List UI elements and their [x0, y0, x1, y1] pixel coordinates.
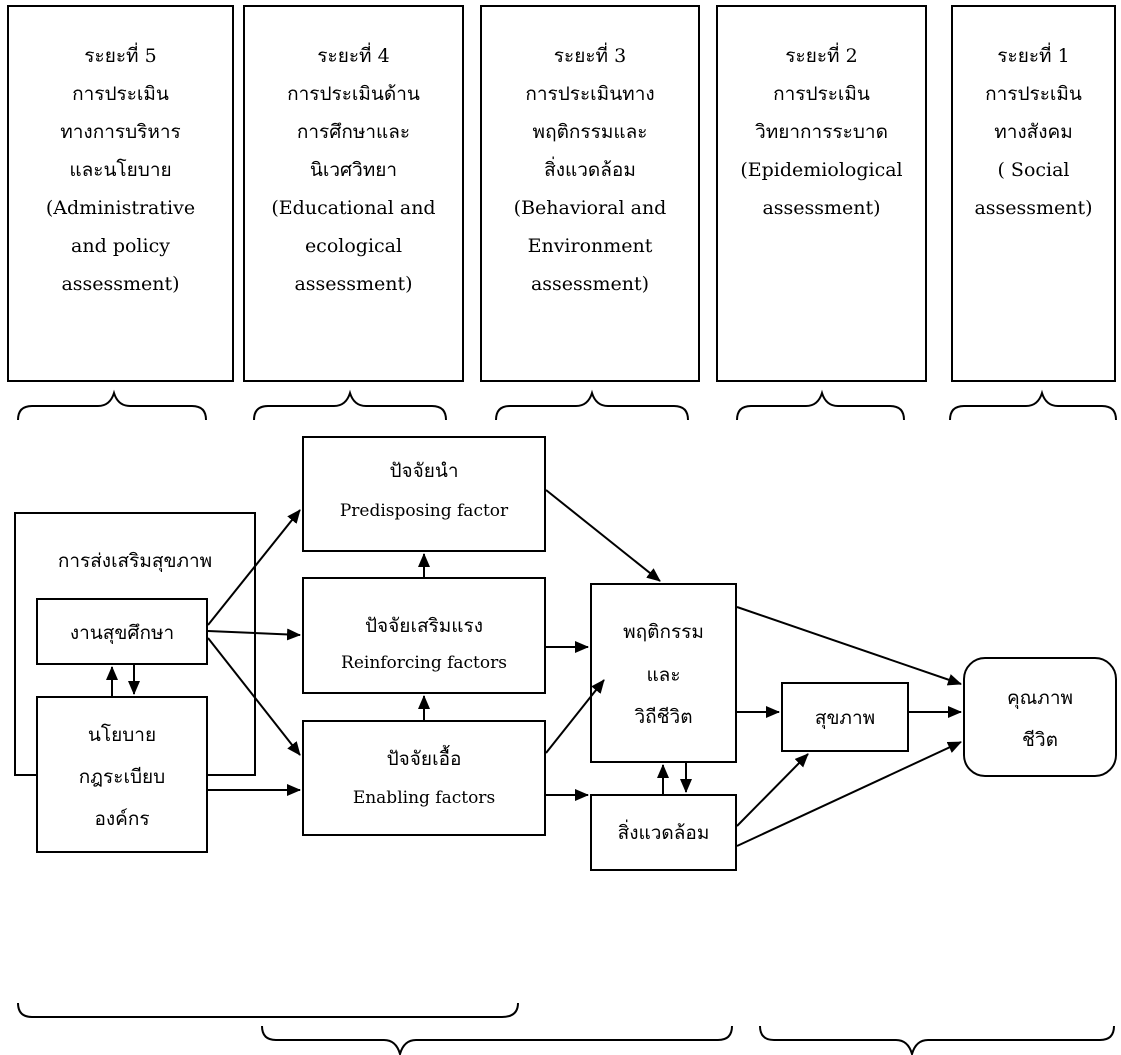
arrow-environment-to-quality	[736, 741, 962, 847]
arrow-education-to-reinforcing	[207, 628, 301, 641]
enabling-thai-label: ปัจจัยเอื้อ	[386, 748, 462, 770]
arrow-enabling-to-behavior	[545, 679, 605, 754]
top-brace-phase-3	[495, 389, 689, 421]
top-brace-phase-4	[253, 389, 447, 421]
reinforcing-thai-label: ปัจจัยเสริมแรง	[364, 615, 483, 637]
behavior-lifestyle-box: พฤติกรรม และ วิถีชีวิต	[590, 583, 737, 763]
policy-line-1: นโยบาย	[87, 724, 157, 746]
bottom-brace-proceed-3	[759, 1025, 1115, 1055]
environment-box: สิ่งแวดล้อม	[590, 794, 737, 871]
top-brace-phase-2	[736, 389, 905, 421]
policy-box: นโยบาย กฎระเบียบ องค์กร	[36, 696, 208, 853]
health-box: สุขภาพ	[781, 682, 909, 752]
predisposing-factor-box: ปัจจัยนำ Predisposing factor	[302, 436, 546, 552]
top-brace-phase-5	[17, 389, 207, 421]
behavior-line-3: วิถีชีวิต	[634, 706, 693, 728]
environment-label: สิ่งแวดล้อม	[617, 822, 710, 844]
predisposing-thai-label: ปัจจัยนำ	[389, 460, 459, 482]
arrow-behavior-to-quality	[736, 606, 962, 686]
health-promotion-label: การส่งเสริมสุขภาพ	[57, 550, 213, 572]
behavior-line-2: และ	[646, 664, 681, 686]
top-brace-phase-1	[949, 389, 1117, 421]
bottom-brace-proceed-1	[17, 1002, 519, 1018]
quality-of-life-line-2: ชีวิต	[1022, 729, 1058, 751]
enabling-factor-box: ปัจจัยเอื้อ Enabling factors	[302, 720, 546, 836]
quality-of-life-box: คุณภาพ ชีวิต	[963, 657, 1117, 777]
policy-line-2: กฎระเบียบ	[78, 766, 166, 788]
health-label: สุขภาพ	[814, 707, 876, 729]
bottom-brace-proceed-2	[261, 1025, 733, 1055]
health-education-label: งานสุขศึกษา	[69, 622, 175, 644]
reinforcing-english-label: Reinforcing factors	[341, 653, 507, 673]
enabling-english-label: Enabling factors	[352, 788, 496, 808]
arrow-education-to-enabling	[207, 637, 301, 756]
quality-of-life-line-1: คุณภาพ	[1006, 687, 1074, 709]
behavior-line-1: พฤติกรรม	[623, 621, 704, 643]
reinforcing-factor-box: ปัจจัยเสริมแรง Reinforcing factors	[302, 577, 546, 694]
policy-line-3: องค์กร	[94, 808, 150, 830]
arrow-education-to-predisposing	[207, 509, 301, 626]
arrow-environment-to-health	[736, 753, 809, 827]
arrow-predisposing-to-behavior	[545, 489, 661, 582]
health-education-box: งานสุขศึกษา	[36, 598, 208, 665]
predisposing-english-label: Predisposing factor	[339, 501, 509, 521]
